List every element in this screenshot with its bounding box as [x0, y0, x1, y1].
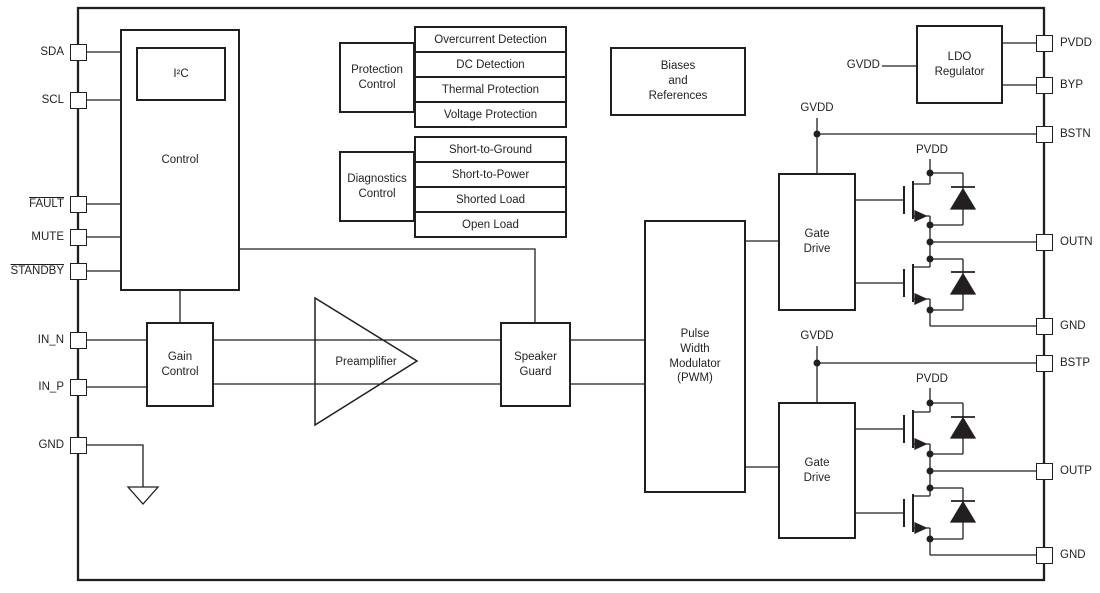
pin-label-gnd-left: GND [38, 439, 64, 451]
block-speaker-guard: Speaker Guard [500, 322, 571, 407]
protection-item-dc: DC Detection [414, 51, 567, 78]
pin-label-in-n: IN_N [37, 334, 64, 346]
protection-item-label: Thermal Protection [441, 83, 540, 96]
body-diode-icon [930, 172, 977, 226]
pin-label-outn: OUTN [1060, 236, 1093, 248]
diagnostics-item-label: Shorted Load [455, 193, 526, 206]
block-diagnostics-control-label: Diagnostics Control [347, 172, 407, 200]
protection-item-voltage: Voltage Protection [414, 101, 567, 128]
block-control-label: Control [161, 153, 199, 166]
mosfet-icon [856, 264, 930, 306]
pin-label-byp: BYP [1060, 79, 1084, 91]
block-gain-label: Gain Control [161, 350, 199, 378]
pin-label-gnd-right-top: GND [1060, 320, 1086, 332]
signal-path-wires [214, 240, 778, 468]
pin-standby [70, 263, 87, 280]
mosfet-icon [856, 181, 930, 223]
diagnostics-item-shorted-load: Shorted Load [414, 186, 567, 213]
diagnostics-item-label: Short-to-Ground [448, 143, 533, 156]
block-preamplifier-label: Preamplifier [335, 356, 397, 368]
pin-label-fault: FAULT [29, 198, 64, 210]
ground-icon [126, 486, 160, 505]
block-protection-control-label: Protection Control [351, 63, 403, 91]
pin-gnd-right-bottom [1036, 547, 1053, 564]
ldo-wires [882, 42, 1036, 86]
pin-label-in-p: IN_P [38, 381, 64, 393]
pin-outp [1036, 463, 1053, 480]
net-label-gvdd-bottom: GVDD [800, 330, 834, 342]
pin-fault [70, 196, 87, 213]
outn-half-bridge [856, 159, 1036, 327]
pin-label-gnd-right-bottom: GND [1060, 549, 1086, 561]
body-diode-icon [930, 402, 977, 455]
pin-in-p [70, 379, 87, 396]
pin-sda [70, 44, 87, 61]
block-pwm-label: Pulse Width Modulator (PWM) [669, 327, 721, 385]
pin-label-outp: OUTP [1060, 465, 1092, 477]
diagnostics-item-label: Open Load [462, 218, 519, 231]
control-wires [179, 248, 536, 322]
block-gate-drive-top: Gate Drive [778, 173, 856, 311]
diagnostics-item-label: Short-to-Power [451, 168, 530, 181]
pin-label-standby: STANDBY [10, 265, 64, 277]
protection-item-overcurrent: Overcurrent Detection [414, 26, 567, 53]
block-biases-label: Biases and References [648, 60, 708, 102]
diagnostics-item-short-to-power: Short-to-Power [414, 161, 567, 188]
pin-gnd-right-top [1036, 318, 1053, 335]
block-i2c: I²C [136, 47, 226, 101]
block-gain-control: Gain Control [146, 322, 214, 407]
pin-mute [70, 229, 87, 246]
pin-outn [1036, 234, 1053, 251]
protection-item-label: DC Detection [456, 58, 525, 71]
block-protection-control: Protection Control [339, 42, 415, 113]
pin-byp [1036, 77, 1053, 94]
block-ldo-regulator: LDO Regulator [916, 25, 1003, 104]
preamplifier-triangle [314, 296, 419, 427]
block-gate-drive-label: Gate Drive [803, 228, 831, 255]
pin-bstp [1036, 355, 1053, 372]
net-label-pvdd-bottom: PVDD [916, 373, 948, 385]
mosfet-icon [856, 410, 930, 451]
body-diode-icon [930, 487, 977, 540]
pin-gnd-left [70, 437, 87, 454]
block-i2c-label: I²C [173, 67, 189, 80]
block-gate-drive-bottom: Gate Drive [778, 402, 856, 539]
net-label-gvdd-top: GVDD [800, 102, 834, 114]
pin-label-bstn: BSTN [1060, 128, 1091, 140]
block-pwm: Pulse Width Modulator (PWM) [644, 220, 746, 493]
body-diode-icon [930, 258, 977, 311]
pin-label-mute: MUTE [31, 231, 64, 243]
net-label-gvdd-ldo: GVDD [846, 59, 880, 71]
pin-scl [70, 92, 87, 109]
diagnostics-item-short-to-ground: Short-to-Ground [414, 136, 567, 163]
outp-half-bridge [856, 388, 1036, 556]
block-gate-drive-label: Gate Drive [803, 456, 831, 484]
diagnostics-item-open-load: Open Load [414, 211, 567, 238]
mosfet-icon [856, 494, 930, 535]
pin-label-bstp: BSTP [1060, 357, 1091, 369]
protection-item-label: Voltage Protection [443, 108, 538, 121]
pin-label-sda: SDA [40, 46, 64, 58]
pin-bstn [1036, 126, 1053, 143]
pin-label-scl: SCL [41, 94, 64, 106]
block-diagnostics-control: Diagnostics Control [339, 151, 415, 222]
pin-pvdd [1036, 35, 1053, 52]
protection-item-label: Overcurrent Detection [434, 33, 547, 46]
junction-dots [813, 130, 934, 543]
pin-in-n [70, 332, 87, 349]
pin-label-pvdd: PVDD [1060, 37, 1092, 49]
device-outline [76, 6, 1046, 582]
block-ldo-label: LDO Regulator [934, 50, 985, 78]
block-biases-references: Biases and References [610, 47, 746, 116]
gvdd-wires [816, 118, 1036, 402]
protection-item-thermal: Thermal Protection [414, 76, 567, 103]
left-pin-wires [87, 51, 146, 487]
block-speaker-guard-label: Speaker Guard [514, 350, 557, 378]
net-label-pvdd-top: PVDD [916, 144, 948, 156]
